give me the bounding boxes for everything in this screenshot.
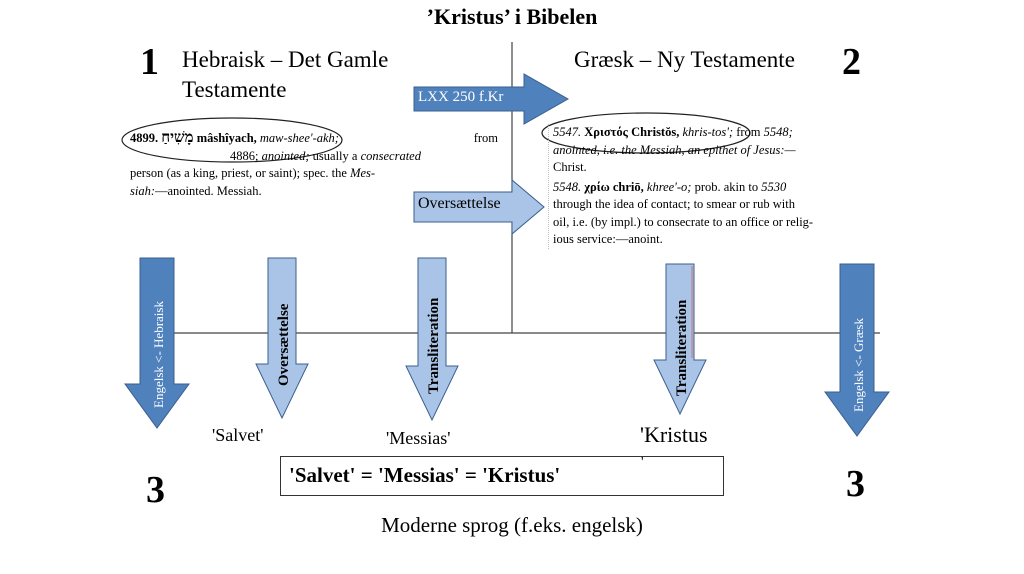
down-arrow-engelsk-hebraisk: Engelsk <- Hebraisk xyxy=(124,257,190,429)
greek-entry2-pron: khree'-o; xyxy=(646,179,692,194)
down-arrow-transliteration-1: Transliteration xyxy=(405,257,459,422)
greek-entry2-translit: chriō, xyxy=(612,179,644,194)
hebrew-def-anointed: anointed; xyxy=(261,148,310,163)
greek-entry2-line2: through the idea of contact; to smear or… xyxy=(553,197,795,211)
greek-headword-oval xyxy=(541,112,751,154)
bottom-caption: Moderne sprog (f.eks. engelsk) xyxy=(381,513,643,537)
hebrew-def-mes: Mes- xyxy=(350,166,376,180)
hebrew-ref: 4886; xyxy=(230,148,259,163)
equation-box: 'Salvet' = 'Messias' = 'Kristus' ' xyxy=(280,455,724,496)
hebrew-from: from xyxy=(473,131,498,145)
down-arrow-2-label: Oversættelse xyxy=(276,303,292,386)
greek-entry2-rest: prob. akin to xyxy=(694,179,759,194)
result-salvet: 'Salvet' xyxy=(212,425,264,445)
section-number-3-left: 3 xyxy=(146,469,165,511)
hebrew-heading-line1: Hebraisk – Det Gamle xyxy=(182,47,389,72)
lxx-arrow xyxy=(413,73,570,125)
down-arrow-4-label: Transliteration xyxy=(674,299,690,396)
greek-entry2-ref: 5530 xyxy=(761,179,787,194)
hebrew-dictionary-entry: 4899. מָשִׁיחַ mâshîyach, maw-shee'-akh;… xyxy=(130,130,498,200)
lxx-arrow-label: LXX 250 f.Kr xyxy=(418,89,504,105)
greek-entry1-word: Χριστός xyxy=(584,125,628,139)
hebrew-headword-oval xyxy=(121,117,343,163)
hebrew-def-line3: person (as a king, priest, or saint); sp… xyxy=(130,166,347,180)
result-messias: 'Messias' xyxy=(386,428,451,448)
hebrew-heading-line2: Testamente xyxy=(182,77,287,102)
hebrew-def-siah: siah: xyxy=(130,183,155,198)
greek-entry2-word: χρίω xyxy=(584,179,610,194)
greek-entry1-ref: 5548; xyxy=(763,125,793,139)
oversaettelse-right-label: Oversættelse xyxy=(418,195,501,212)
hebrew-pronunciation: maw-shee'-akh; xyxy=(259,131,339,145)
down-arrow-oversaettelse: Oversættelse xyxy=(255,257,309,420)
hebrew-entry-number: 4899. xyxy=(130,131,159,145)
oversaettelse-right-arrow xyxy=(413,178,545,236)
hebrew-def-usually: usually a xyxy=(312,148,358,163)
down-arrow-transliteration-2: Transliteration xyxy=(653,263,707,416)
greek-heading: Græsk – Ny Testamente xyxy=(574,47,795,72)
hebrew-heading: Hebraisk – Det Gamle Testamente xyxy=(182,45,388,105)
greek-entry1-line3: Christ. xyxy=(553,160,587,174)
hebrew-word: מָשִׁיחַ xyxy=(161,130,194,146)
hebrew-def-messiah: —anointed. Messiah. xyxy=(155,183,262,198)
greek-entry1-pron: khris-tos'; xyxy=(682,125,734,139)
greek-dictionary-entry: 5547. Χριστός Christŏs, khris-tos'; from… xyxy=(548,124,899,249)
down-arrow-3-label: Transliteration xyxy=(426,297,442,394)
down-arrow-1-label: Engelsk <- Hebraisk xyxy=(151,301,166,408)
result-kristus: 'Kristus xyxy=(640,422,708,447)
greek-entry2-line4: ious service:—anoint. xyxy=(553,232,663,246)
greek-entry1-from: from xyxy=(736,125,761,139)
hebrew-translit: mâshîyach, xyxy=(196,131,257,145)
greek-entry1-line2: anointed, i.e. the Messiah, an epithet o… xyxy=(553,142,796,157)
greek-entry2-line3: oil, i.e. (by impl.) to consecrate to an… xyxy=(553,214,814,229)
greek-entry1-number: 5547. xyxy=(553,125,582,139)
kristus-tail-mark: ' xyxy=(641,455,644,470)
down-arrow-5-label: Engelsk <- Græsk xyxy=(851,318,866,412)
section-number-2: 2 xyxy=(842,41,861,83)
diagram-title: ’Kristus’ i Bibelen xyxy=(426,4,598,29)
section-number-1: 1 xyxy=(140,41,159,83)
equation-text: 'Salvet' = 'Messias' = 'Kristus' xyxy=(289,463,561,487)
hebrew-def-consecrated: consecrated xyxy=(360,148,421,163)
greek-entry1-translit: Christŏs, xyxy=(631,125,680,139)
down-arrow-engelsk-graesk: Engelsk <- Græsk xyxy=(824,263,890,437)
section-number-3-right: 3 xyxy=(846,463,865,505)
greek-entry2-number: 5548. xyxy=(553,179,582,194)
